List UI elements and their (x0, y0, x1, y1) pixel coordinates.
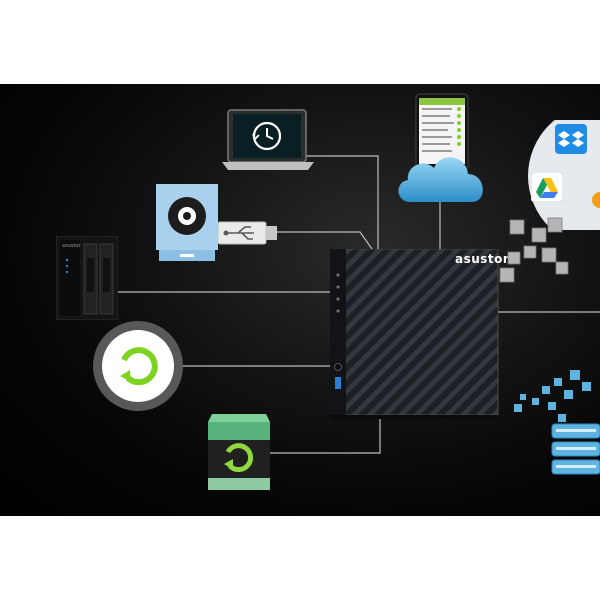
illustration-stage: asustor (0, 84, 600, 516)
smartphone-icon (415, 93, 469, 171)
blue-cubes-icon (514, 370, 591, 422)
asustor-nas-icon (330, 249, 499, 419)
optical-drive-icon (156, 184, 218, 261)
svg-text:asustor: asustor (62, 243, 81, 249)
line-backup-disk (270, 416, 381, 454)
line-laptop (300, 155, 379, 249)
cloud-icon (398, 157, 483, 202)
line-usb (275, 231, 373, 250)
connector-lines (115, 155, 600, 454)
two-bay-nas-icon: asustor (56, 236, 118, 320)
google-drive-icon (531, 172, 563, 202)
dropbox-icon (555, 124, 587, 154)
nas-brand-logo: asustor (455, 252, 510, 266)
laptop-icon (222, 109, 314, 170)
sync-circle-icon (93, 321, 183, 411)
data-cubes-icon (499, 217, 569, 283)
usb-drive-icon (218, 221, 277, 245)
database-icon (551, 423, 600, 475)
backup-disk-icon (208, 414, 270, 490)
